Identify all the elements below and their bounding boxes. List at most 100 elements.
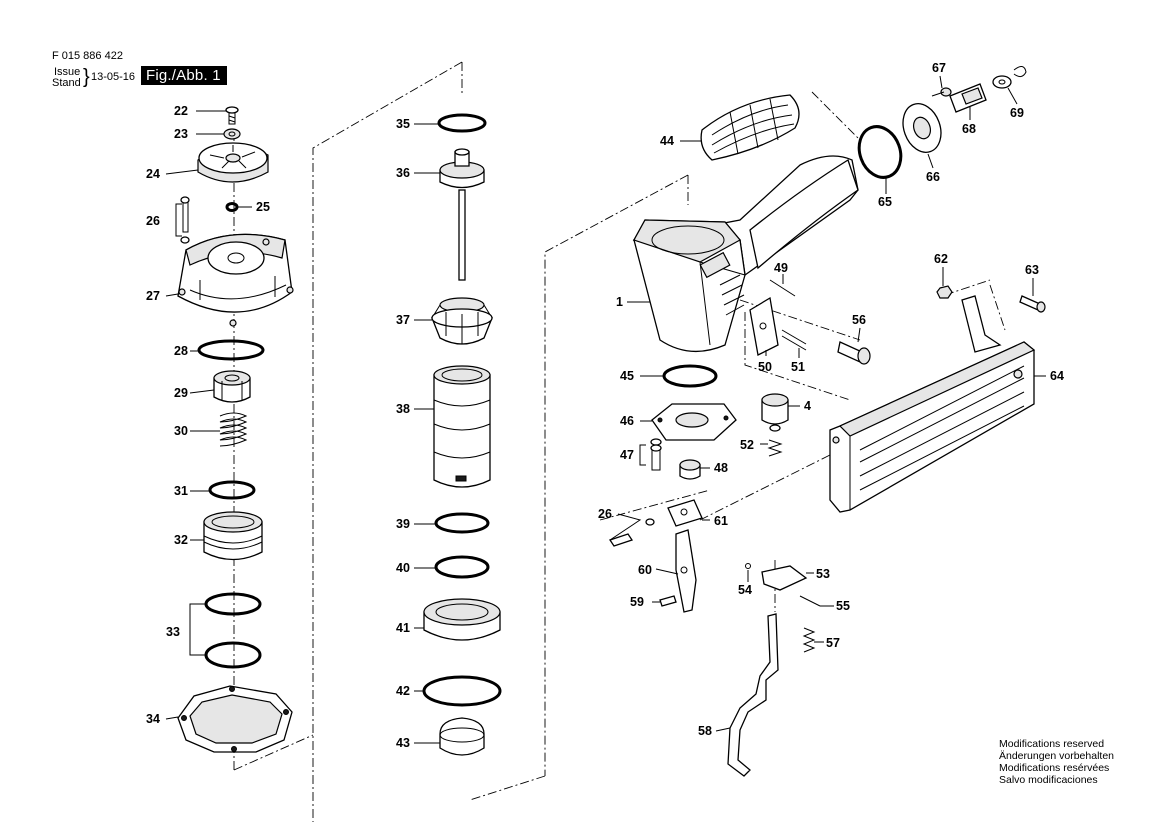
label-37: 37 [396,313,410,327]
bumper-37 [431,297,493,345]
pins-51 [781,329,807,351]
label-67: 67 [932,61,946,75]
label-34: 34 [146,712,160,726]
note-en: Modifications reserved [999,738,1105,750]
note-es: Salvo modificaciones [999,774,1098,786]
fitting-68 [949,83,987,113]
note-fr: Modifications resérvées [999,762,1110,774]
nut-62 [936,285,953,299]
label-45: 45 [620,369,634,383]
label-58: 58 [698,724,712,738]
plate-60 [675,529,697,613]
washer-69 [992,66,1027,89]
label-26-right: 26 [598,507,612,521]
label-61: 61 [714,514,728,528]
issue-date: 13-05-16 [91,71,136,83]
label-55: 55 [836,599,850,613]
document-number: F 015 886 422 [52,50,123,62]
grip-44 [700,94,800,161]
magazine-64 [829,295,1036,513]
piston-36 [439,148,485,281]
label-52: 52 [740,438,754,452]
cap-46 [651,403,737,441]
label-60: 60 [638,563,652,577]
bumper-43 [439,717,485,756]
label-26-left: 26 [146,214,160,228]
label-62: 62 [934,252,948,266]
note-de: Änderungen vorbehalten [999,750,1115,762]
o-ring-31 [208,480,256,500]
valve-4 [761,393,789,432]
label-59: 59 [630,595,644,609]
label-28: 28 [174,344,188,358]
pin-54 [745,563,751,569]
label-25: 25 [256,200,270,214]
cap-66 [902,103,942,153]
leader-lines [165,75,1046,744]
part-labels: 22 23 24 25 26 27 28 29 30 31 32 33 34 3… [146,61,1064,750]
label-29: 29 [174,386,188,400]
ring-41 [423,598,501,641]
o-ring-28 [197,339,265,361]
issue-label: Issue [54,66,81,78]
cylinder-cap-27 [177,233,294,327]
sleeve-32 [203,511,263,561]
figure-badge: Fig./Abb. 1 [141,66,227,85]
valve-29 [213,370,251,403]
modifications-notice: Modifications reserved Änderungen vorbeh… [999,738,1114,786]
brace: } [83,66,90,88]
label-36: 36 [396,166,410,180]
label-40: 40 [396,561,410,575]
screw-47 [650,438,662,471]
lever-53 [761,565,808,591]
plate-50 [749,296,779,356]
label-27: 27 [146,289,160,303]
spring-52 [767,439,783,457]
label-47: 47 [620,448,634,462]
label-63: 63 [1025,263,1039,277]
screw-56 [837,341,871,365]
pin-55 [799,595,821,607]
label-35: 35 [396,117,410,131]
screw-59 [659,595,677,607]
label-50: 50 [758,360,772,374]
bracket-61 [667,499,703,527]
washer-23 [223,128,241,140]
label-41: 41 [396,621,410,635]
label-68: 68 [962,122,976,136]
label-46: 46 [620,414,634,428]
screw-26-lower [608,518,655,547]
stand-label: Stand [52,77,81,89]
label-1: 1 [616,295,623,309]
cap-48 [679,459,701,480]
pin-49 [769,279,796,297]
screw-22 [225,106,239,125]
cylinder-38 [433,365,491,488]
screw-63 [1019,295,1046,313]
spring-30 [219,412,248,447]
ring-65 [857,125,903,179]
label-32: 32 [174,533,188,547]
trigger-58 [727,613,779,777]
o-rings-33 [204,592,262,669]
label-39: 39 [396,517,410,531]
label-57: 57 [826,636,840,650]
label-49: 49 [774,261,788,275]
ring-25 [225,202,239,212]
housing-1 [632,155,859,353]
label-53: 53 [816,567,830,581]
label-22: 22 [174,104,188,118]
label-24: 24 [146,167,160,181]
label-33: 33 [166,625,180,639]
label-31: 31 [174,484,188,498]
cap-24 [197,142,269,183]
label-51: 51 [791,360,805,374]
o-ring-35 [437,113,487,133]
label-4: 4 [804,399,811,413]
o-ring-39 [434,512,490,534]
label-38: 38 [396,402,410,416]
label-44: 44 [660,134,674,148]
screw-67 [931,87,952,97]
o-ring-40 [434,555,490,579]
